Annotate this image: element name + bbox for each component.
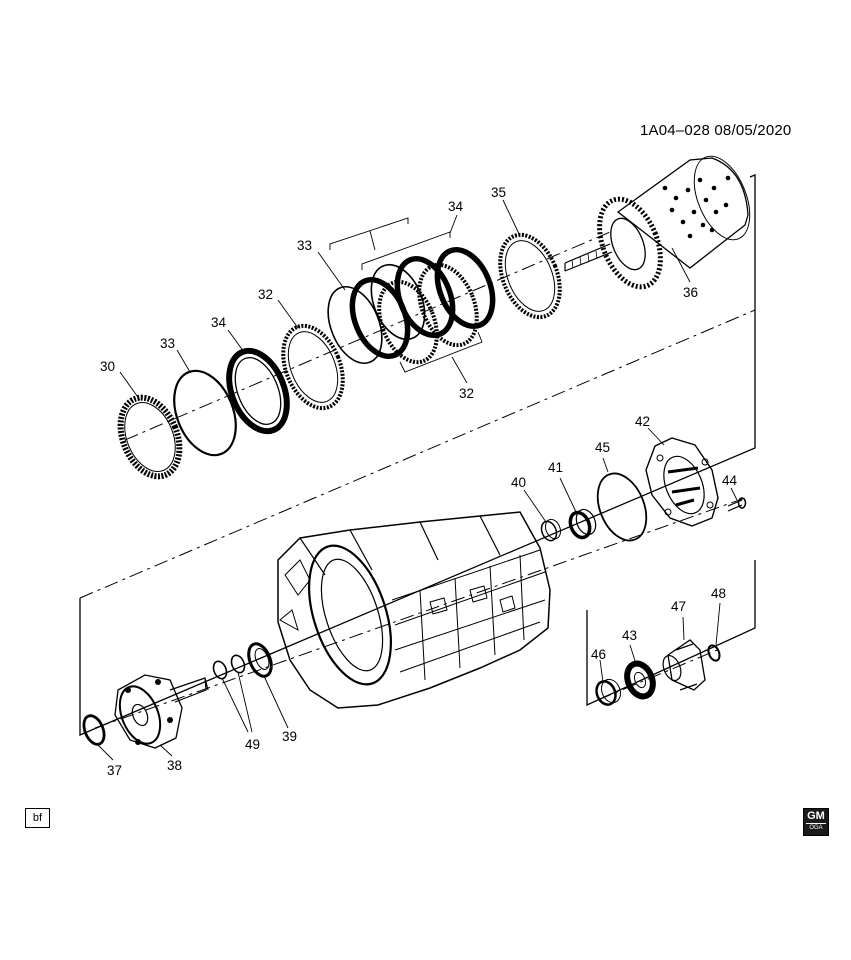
housing-47 xyxy=(662,639,706,691)
snap-ring-37 xyxy=(82,714,106,746)
callout-37: 37 xyxy=(107,763,122,778)
bearing-41 xyxy=(568,508,597,540)
upper-assembly-frame xyxy=(79,174,756,736)
gm-logo-subtext: OGA xyxy=(806,823,826,832)
lower-right-frame xyxy=(586,560,756,707)
bracket-33-stem xyxy=(369,230,376,251)
callout-33: 33 xyxy=(160,336,175,351)
lower-axis-line xyxy=(94,497,746,729)
seal-ring-39 xyxy=(247,642,273,678)
callout-45: 45 xyxy=(595,440,610,455)
pump-cover-42 xyxy=(645,437,719,527)
bearing-43 xyxy=(624,660,656,700)
clutch-plate-30 xyxy=(117,394,183,480)
bolt-44 xyxy=(727,497,747,512)
gm-logo-text: GM xyxy=(807,810,825,822)
seal-ring-45 xyxy=(596,472,648,542)
bracket-34-group xyxy=(361,231,451,270)
bracket-32-group xyxy=(399,331,483,373)
callout-43: 43 xyxy=(622,628,637,643)
bushing-40 xyxy=(540,518,561,542)
middle-axis-line xyxy=(79,309,756,599)
callout-labels: 30 33 34 32 33 34 35 36 32 40 41 45 42 4… xyxy=(100,185,738,778)
callout-42: 42 xyxy=(635,414,650,429)
clutch-plate-32b-1 xyxy=(377,279,439,365)
gm-logo-icon: GM OGA xyxy=(803,808,829,836)
callout-36: 36 xyxy=(683,285,698,300)
clutch-plate-32b-2 xyxy=(417,262,479,348)
seal-46 xyxy=(595,678,621,706)
callout-32: 32 xyxy=(258,287,273,302)
callout-30: 30 xyxy=(100,359,115,374)
clutch-plate-34a xyxy=(226,347,290,435)
callout-38: 38 xyxy=(167,758,182,773)
bracket-33-group xyxy=(329,217,409,250)
callout-44: 44 xyxy=(722,473,738,488)
callout-32: 32 xyxy=(459,386,474,401)
diagram-id-date: 1A04–028 08/05/2020 xyxy=(640,122,792,139)
callout-48: 48 xyxy=(711,586,726,601)
callout-35: 35 xyxy=(491,185,506,200)
clutch-plate-32a xyxy=(281,323,345,411)
callout-46: 46 xyxy=(591,647,606,662)
clutch-plate-34b-2 xyxy=(394,255,456,339)
callout-39: 39 xyxy=(282,729,297,744)
callout-33: 33 xyxy=(297,238,312,253)
callout-34: 34 xyxy=(211,315,227,330)
oring-49b xyxy=(230,654,246,674)
oring-49a xyxy=(212,660,228,680)
clutch-plate-33a xyxy=(173,369,237,457)
bf-tag: bf xyxy=(25,808,50,828)
clutch-plate-35 xyxy=(498,232,562,320)
seal-48 xyxy=(707,644,721,662)
transmission-case xyxy=(277,511,551,709)
callout-49: 49 xyxy=(245,737,260,752)
leader-lines xyxy=(97,199,738,761)
callout-41: 41 xyxy=(548,460,563,475)
upper-axis-line xyxy=(124,231,611,441)
clutch-housing-36 xyxy=(564,155,751,290)
callout-34: 34 xyxy=(448,199,464,214)
output-shaft-38 xyxy=(114,674,209,749)
callout-47: 47 xyxy=(671,599,686,614)
clutch-plate-34b-3 xyxy=(434,246,496,330)
callout-40: 40 xyxy=(511,475,526,490)
